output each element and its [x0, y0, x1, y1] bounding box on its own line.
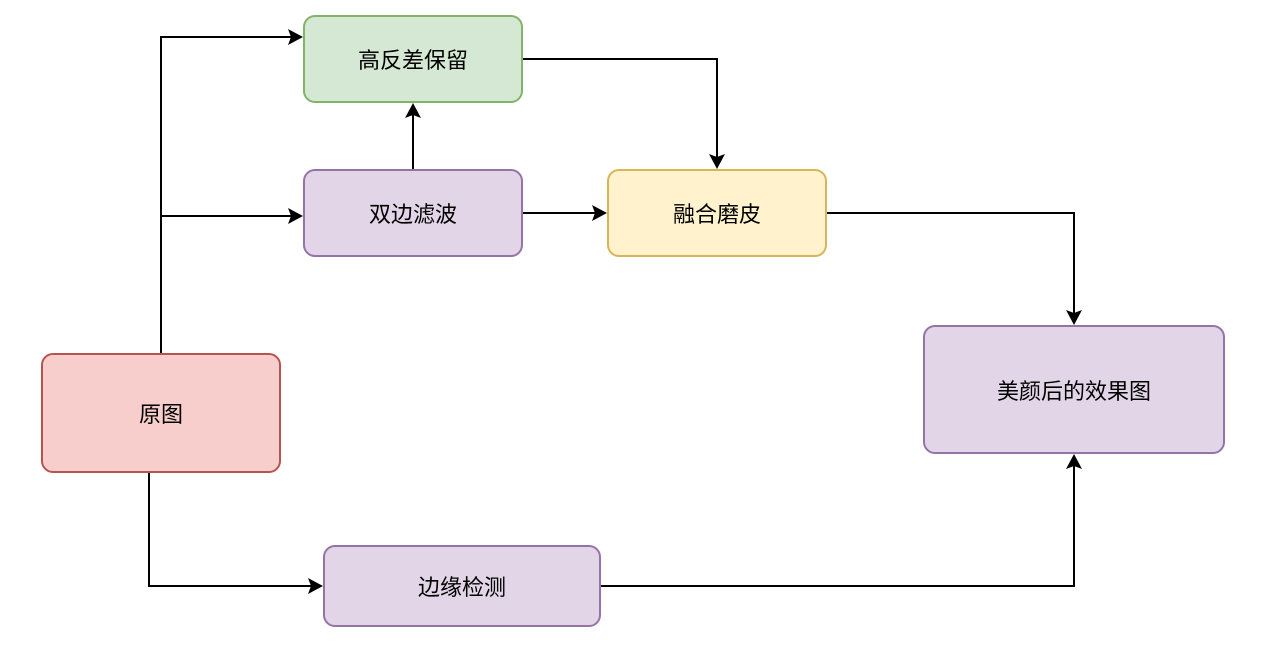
- edge-blend-to-result: [827, 212, 1075, 313]
- edge-original-to-edge-detection: [148, 473, 311, 587]
- node-original-label: 原图: [138, 403, 183, 428]
- arrowhead-highpass-to-blend: [709, 154, 725, 169]
- node-result[interactable]: 美颜后的效果图: [923, 325, 1225, 454]
- node-high-pass-label: 高反差保留: [357, 49, 468, 74]
- node-bilateral-filter-label: 双边滤波: [368, 203, 457, 228]
- arrowhead-blend-to-result: [1066, 310, 1082, 325]
- node-result-label: 美颜后的效果图: [996, 379, 1151, 405]
- arrowhead-original-to-edge-detection: [308, 578, 323, 594]
- edge-edge-detection-to-result: [601, 466, 1075, 587]
- node-blend-smoothing[interactable]: 融合磨皮: [607, 169, 827, 257]
- node-edge-detection[interactable]: 边缘检测: [323, 545, 601, 627]
- arrowhead-bilateral-to-highpass: [405, 103, 421, 118]
- node-blend-smoothing-label: 融合磨皮: [672, 203, 761, 228]
- arrowhead-edge-detection-to-result: [1066, 454, 1082, 469]
- node-bilateral-filter[interactable]: 双边滤波: [303, 169, 523, 257]
- edge-highpass-to-blend: [523, 58, 718, 157]
- arrowhead-bilateral-to-blend: [592, 205, 607, 221]
- edge-original-to-highpass: [160, 36, 291, 353]
- arrowhead-original-to-bilateral: [288, 208, 303, 224]
- arrowhead-original-to-highpass: [288, 29, 303, 45]
- node-original[interactable]: 原图: [41, 353, 281, 473]
- node-high-pass[interactable]: 高反差保留: [303, 15, 523, 103]
- node-edge-detection-label: 边缘检测: [417, 576, 506, 601]
